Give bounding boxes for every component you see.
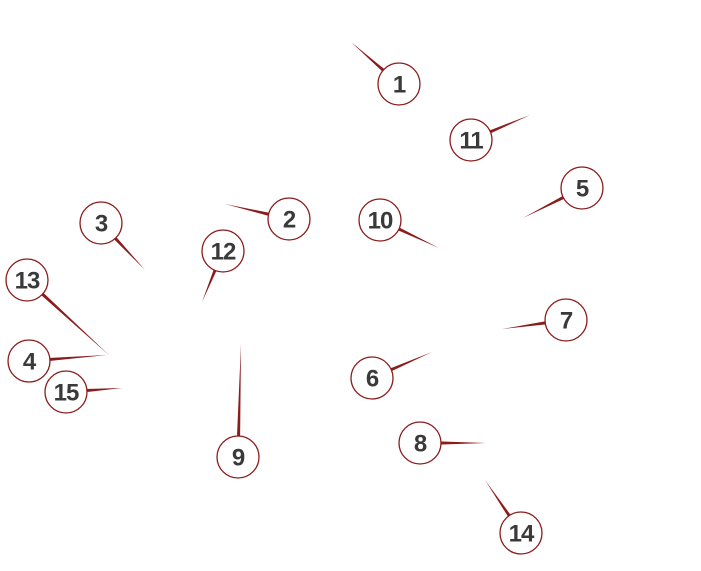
- callout-circle: [377, 62, 421, 106]
- callout-circle: [7, 339, 51, 383]
- callout-4: 4: [7, 339, 107, 383]
- callout-number: 14: [509, 521, 535, 548]
- callout-2: 2: [225, 197, 311, 241]
- callout-8: 8: [398, 421, 486, 465]
- leader-line: [236, 344, 241, 439]
- callout-11: 11: [449, 115, 530, 162]
- leader-line: [202, 267, 218, 302]
- callout-3: 3: [79, 201, 145, 270]
- leader-line: [439, 441, 486, 445]
- callout-number: 8: [414, 431, 427, 458]
- leader-line: [485, 480, 512, 519]
- callout-14: 14: [485, 480, 543, 555]
- callout-number: 1: [393, 72, 406, 99]
- callout-circle: [560, 166, 604, 210]
- callout-number: 12: [211, 239, 236, 266]
- callout-circle: [44, 370, 88, 414]
- callout-number: 13: [15, 268, 40, 295]
- leader-line: [84, 388, 122, 393]
- callout-1: 1: [351, 42, 421, 106]
- leader-line: [112, 235, 145, 270]
- callout-circle: [267, 197, 311, 241]
- callout-7: 7: [502, 298, 588, 342]
- callout-number: 11: [459, 128, 483, 155]
- callout-circle: [544, 298, 588, 342]
- callout-number: 10: [368, 208, 393, 235]
- callout-10: 10: [358, 198, 439, 248]
- callout-circle: [201, 229, 245, 273]
- callout-circle: [79, 201, 123, 245]
- callout-number: 5: [576, 176, 589, 203]
- callout-number: 9: [232, 445, 245, 472]
- callout-number: 6: [366, 366, 379, 393]
- leader-line: [225, 204, 271, 217]
- leader-line: [388, 352, 432, 372]
- callout-circle: [499, 511, 543, 555]
- callout-number: 2: [283, 207, 296, 234]
- callout-12: 12: [201, 229, 245, 302]
- callout-circle: [216, 435, 260, 479]
- leader-line: [487, 115, 530, 135]
- callout-circle: [449, 118, 493, 162]
- callout-number: 15: [54, 380, 79, 407]
- callout-number: 7: [560, 308, 573, 335]
- callout-circle: [5, 258, 49, 302]
- callout-9: 9: [216, 344, 260, 479]
- leader-line: [351, 42, 386, 73]
- leader-line: [523, 195, 566, 218]
- callout-circle: [358, 198, 402, 242]
- leader-line: [39, 291, 110, 356]
- leader-line: [502, 321, 548, 329]
- callout-6: 6: [350, 352, 432, 400]
- callout-circle: [350, 356, 394, 400]
- callout-number: 3: [95, 211, 108, 238]
- callout-13: 13: [5, 258, 110, 356]
- callout-circle: [398, 421, 442, 465]
- leader-line: [47, 355, 107, 362]
- callout-5: 5: [523, 166, 604, 218]
- callout-15: 15: [44, 370, 122, 414]
- leader-line: [396, 226, 439, 248]
- callout-number: 4: [23, 349, 37, 376]
